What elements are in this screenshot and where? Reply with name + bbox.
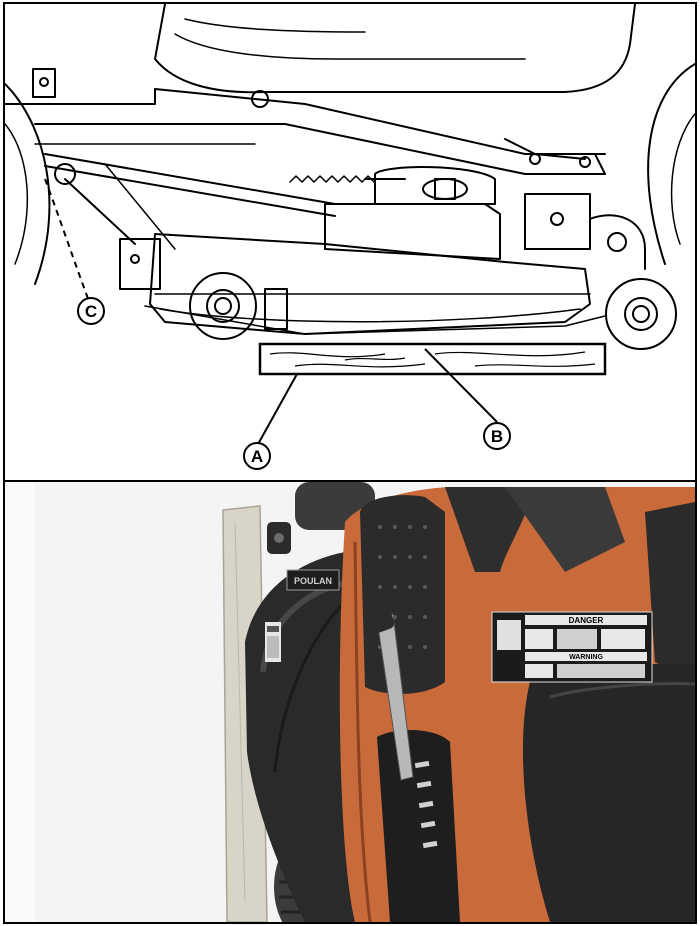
lift-rod [44,153,336,205]
seat-outline [154,4,636,94]
deck-wheel-right [605,278,677,350]
mower-body: DANGER WARNING [339,487,695,922]
callout-c-label: C [85,302,97,321]
wood-block [258,342,607,376]
footrest-pad [360,495,445,694]
lift-lever-slot [377,730,460,922]
mower-deck-body [149,233,591,335]
mower-photo-illustration: POULAN [5,482,695,922]
rear-tire-outline [5,83,51,285]
warning-label: WARNING [569,654,603,661]
deck-wheel-left [189,272,257,340]
mower-deck-line-drawing: C A B [5,4,695,470]
callout-a-label: A [251,447,263,466]
seat [522,663,695,922]
callout-b: B [483,422,511,450]
deck-cover [324,203,501,260]
photo-panel: POULAN [3,480,697,924]
wood-board [222,505,268,922]
callout-a: A [243,442,271,470]
deck-brand-decal: POULAN [294,576,332,586]
spring [289,175,375,183]
callout-c: C [77,297,105,325]
safety-decal: DANGER WARNING [491,611,653,683]
line-drawing-panel: C A B [3,2,697,482]
danger-label: DANGER [569,616,604,625]
front-tire-outline [647,63,695,265]
callout-b-label: B [491,427,503,446]
